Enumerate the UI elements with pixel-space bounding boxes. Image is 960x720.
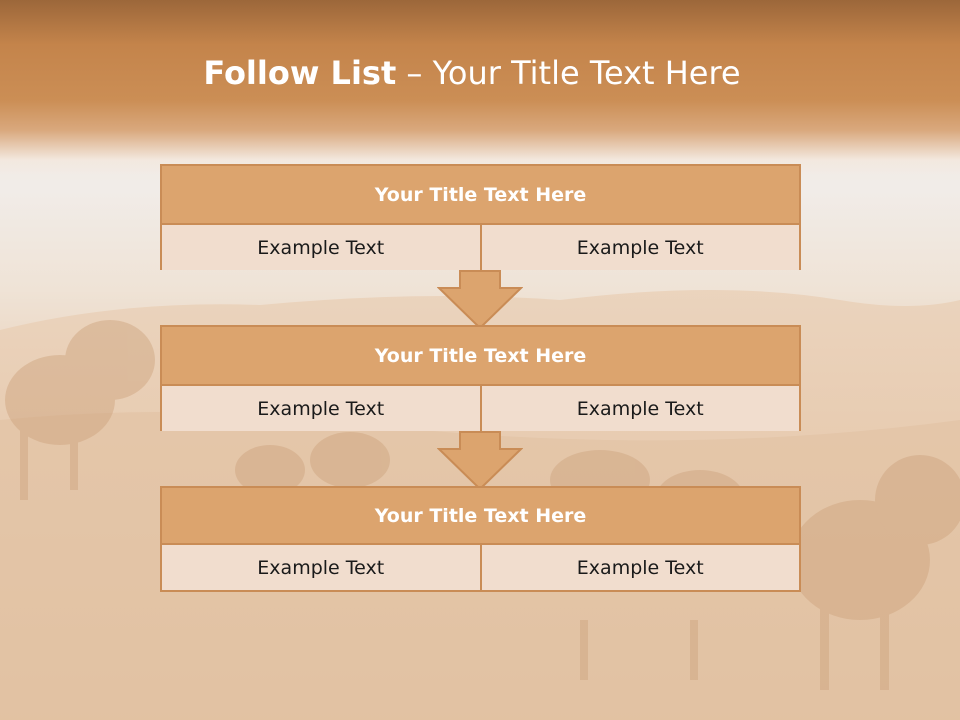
step-row: Example Text Example Text (162, 225, 799, 270)
step-row: Example Text Example Text (162, 386, 799, 431)
step-title: Your Title Text Here (162, 488, 799, 545)
title-band (0, 0, 960, 175)
step-right-text: Example Text (479, 386, 799, 431)
slide-title-bold: Follow List (203, 54, 397, 92)
step-right-text: Example Text (479, 545, 799, 590)
down-arrow-icon (437, 270, 523, 330)
step-title: Your Title Text Here (162, 327, 799, 386)
slide-title-rest: – Your Title Text Here (396, 54, 741, 92)
step-left-text: Example Text (162, 225, 480, 270)
step-left-text: Example Text (162, 386, 480, 431)
step-box-3: Your Title Text Here Example Text Exampl… (160, 486, 801, 592)
step-right-text: Example Text (479, 225, 799, 270)
down-arrow-icon (437, 431, 523, 491)
step-box-2: Your Title Text Here Example Text Exampl… (160, 325, 801, 431)
slide-title: Follow List – Your Title Text Here (0, 54, 944, 92)
step-left-text: Example Text (162, 545, 480, 590)
step-row: Example Text Example Text (162, 545, 799, 590)
step-title: Your Title Text Here (162, 166, 799, 225)
step-box-1: Your Title Text Here Example Text Exampl… (160, 164, 801, 270)
